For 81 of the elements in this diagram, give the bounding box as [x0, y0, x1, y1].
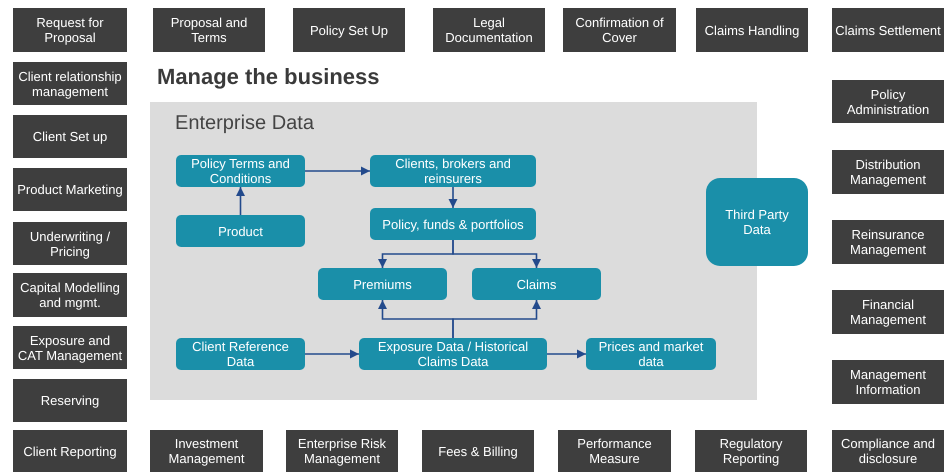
function-box [286, 430, 398, 472]
function-box [13, 62, 127, 105]
function-box [832, 150, 944, 194]
box-label: Confirmation of Cover [574, 15, 665, 45]
page-title: Manage the business [157, 64, 380, 90]
box-label: Distribution Management [849, 157, 927, 187]
function-box [832, 80, 944, 123]
data-box [176, 338, 305, 370]
box-label: Underwriting / Pricing [28, 228, 112, 258]
box-label: Reserving [40, 393, 100, 408]
data-box [370, 208, 536, 240]
function-box [422, 430, 534, 472]
arrow [452, 300, 541, 338]
data-box [359, 338, 547, 370]
arrow [448, 187, 458, 208]
function-box [13, 115, 127, 158]
function-box [13, 222, 127, 265]
box-label: Legal Documentation [444, 15, 534, 45]
arrow [236, 187, 245, 215]
function-box [832, 220, 944, 264]
function-box [13, 168, 127, 211]
box-label: Financial Management [849, 297, 927, 327]
data-box [318, 268, 447, 300]
panel-heading: Enterprise Data [175, 112, 314, 135]
function-box [695, 430, 807, 472]
arrow [305, 166, 370, 176]
arrow [452, 240, 541, 268]
function-box [433, 8, 545, 52]
data-box [586, 338, 716, 370]
function-box [13, 326, 127, 369]
function-box [832, 360, 944, 404]
box-label: Client Set up [32, 129, 108, 144]
box-label: Exposure Data / Historical Claims Data [376, 339, 530, 369]
data-box [370, 155, 536, 187]
box-label: Clients, brokers and reinsurers [394, 156, 512, 186]
box-label: Compliance and disclosure [840, 436, 936, 466]
data-box [176, 155, 305, 187]
box-label: Performance Measure [576, 436, 653, 466]
box-label: Premiums [353, 276, 412, 292]
function-box [13, 8, 127, 52]
function-box [832, 430, 944, 472]
box-label: Fees & Billing [438, 444, 518, 458]
box-label: Prices and market data [598, 339, 704, 369]
function-box [13, 273, 127, 317]
data-box [706, 178, 808, 266]
function-box [150, 430, 263, 472]
function-box [13, 379, 127, 422]
function-box [832, 290, 944, 334]
arrow [547, 350, 586, 358]
box-label: Policy Administration [846, 86, 930, 116]
box-label: Management Information [849, 367, 927, 397]
box-label: Exposure and CAT Management [16, 332, 124, 362]
box-label: Client Reference Data [191, 339, 290, 369]
function-box [563, 8, 676, 52]
box-label: Policy Terms and Conditions [190, 156, 291, 186]
box-label: Capital Modelling and mgmt. [19, 280, 121, 310]
function-box [153, 8, 265, 52]
function-box [13, 430, 127, 472]
box-label: Claims [516, 276, 556, 292]
box-label: Third Party Data [724, 207, 790, 237]
box-label: Proposal and Terms [170, 15, 248, 45]
function-box [558, 430, 671, 472]
box-label: Reinsurance Management [849, 227, 927, 257]
function-box [696, 8, 808, 52]
box-label: Enterprise Risk Management [296, 436, 388, 466]
box-label: Request for Proposal [35, 15, 105, 45]
data-box [176, 215, 305, 247]
arrow [305, 350, 359, 358]
data-box [472, 268, 601, 300]
box-label: Claims Handling [704, 22, 800, 38]
box-label: Regulatory Reporting [718, 436, 784, 466]
box-label: Policy, funds & portfolios [382, 216, 524, 232]
box-label: Client Reporting [23, 444, 117, 458]
box-label: Policy Set Up [310, 22, 388, 38]
function-box [293, 8, 405, 52]
box-label: Product [218, 224, 263, 238]
box-label: Client relationship management [17, 68, 123, 98]
function-box [832, 8, 944, 52]
box-label: Investment Management [168, 436, 246, 466]
box-label: Product Marketing [17, 182, 123, 197]
box-label: Claims Settlement [835, 22, 941, 38]
